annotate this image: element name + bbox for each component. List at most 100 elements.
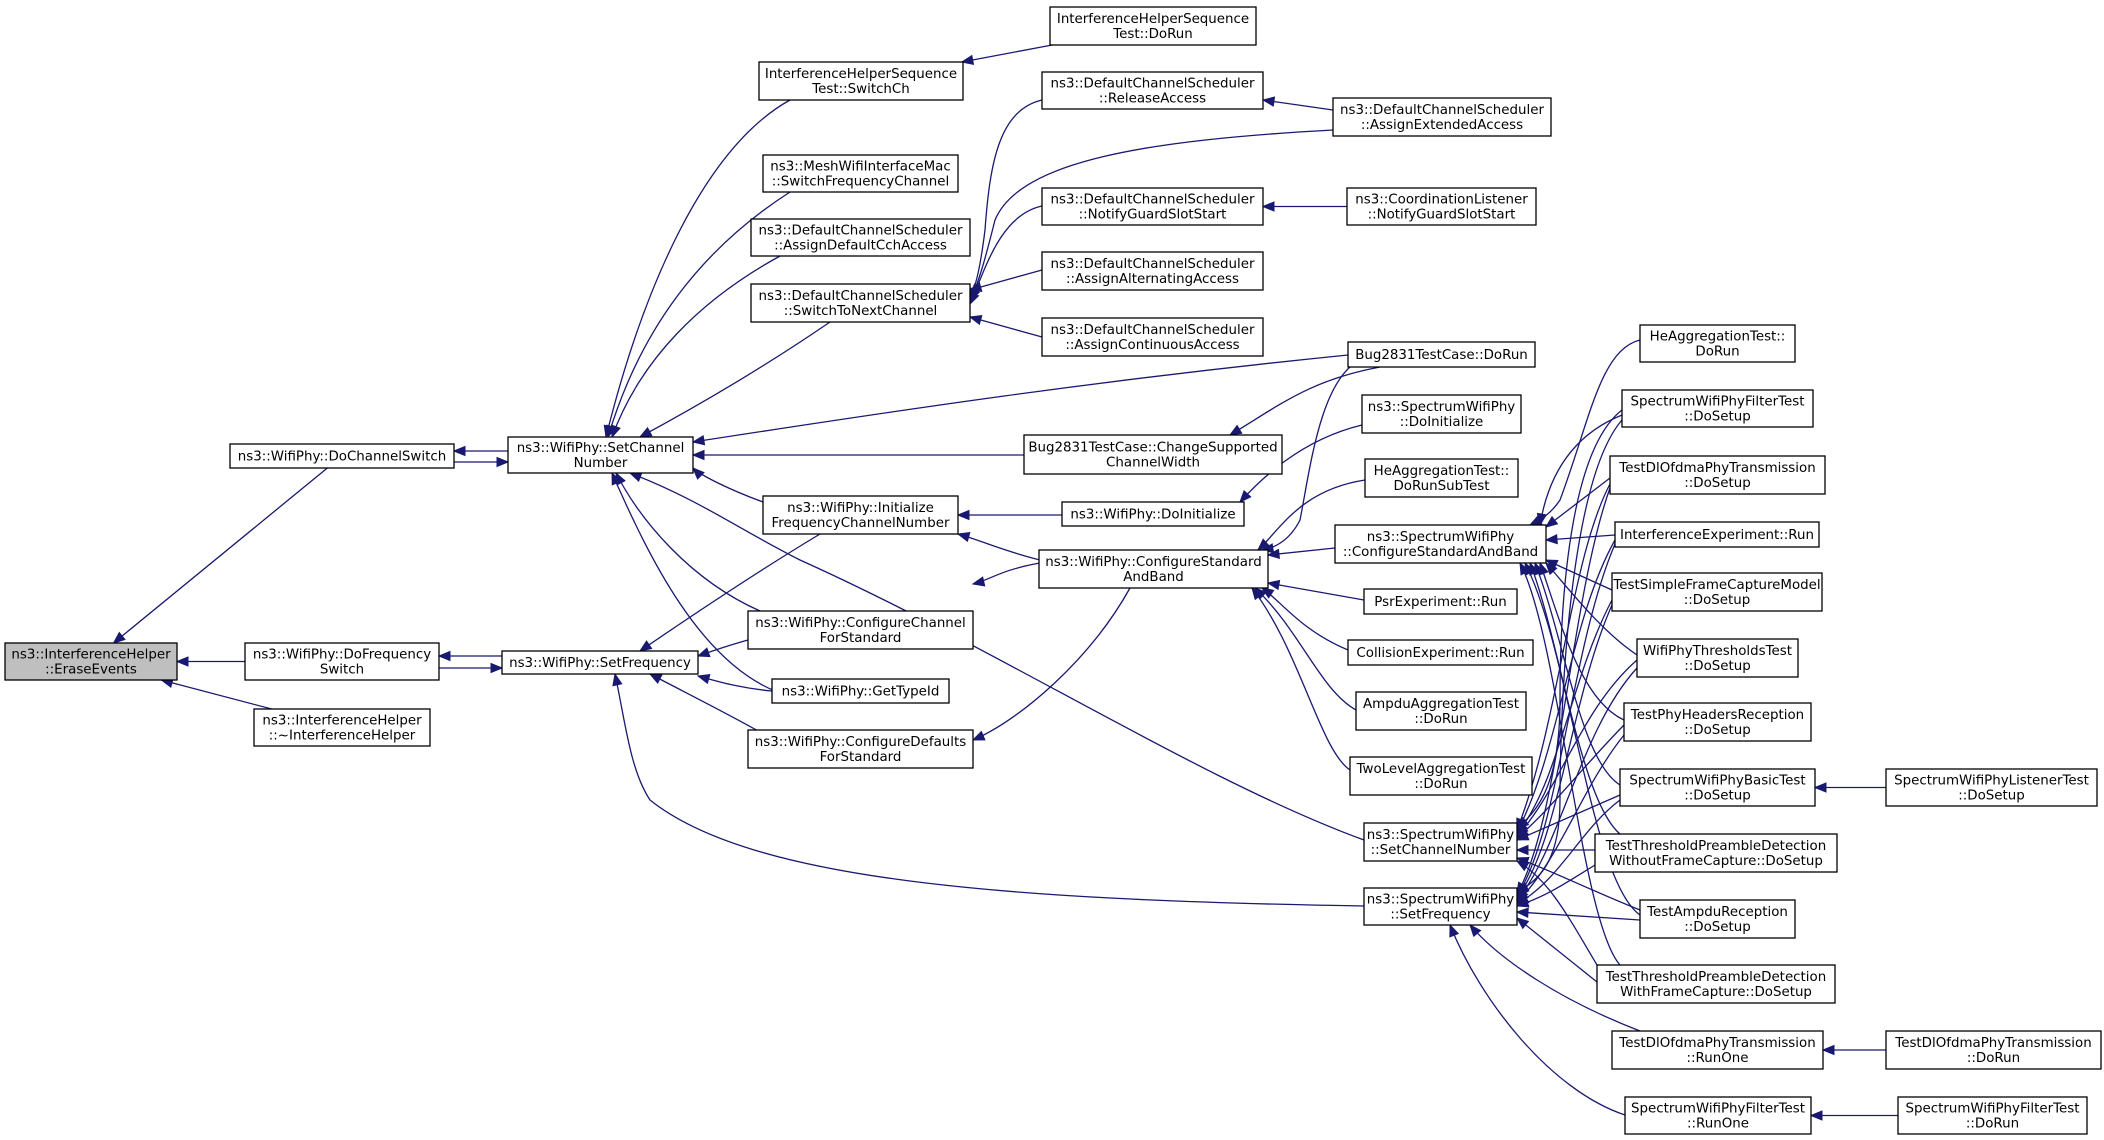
arrowhead — [691, 449, 705, 461]
graph-node-assignCont[interactable]: ns3::DefaultChannelScheduler::AssignCont… — [1041, 317, 1264, 357]
graph-node-specCfgStd[interactable]: ns3::SpectrumWifiPhy::ConfigureStandardA… — [1334, 524, 1547, 564]
arrowhead — [956, 531, 971, 543]
graph-node-bugDoRun[interactable]: Bug2831TestCase::DoRun — [1347, 341, 1536, 368]
graph-node-interfRun[interactable]: InterferenceExperiment::Run — [1614, 521, 1820, 548]
graph-node-threshSetup[interactable]: WifiPhyThresholdsTest::DoSetup — [1636, 638, 1799, 678]
node-label-line: ::ConfigureStandardAndBand — [1343, 545, 1538, 560]
graph-node-getTypeId[interactable]: ns3::WifiPhy::GetTypeId — [771, 678, 950, 704]
node-box — [1611, 572, 1823, 612]
node-label-line: Test::SwitchCh — [811, 82, 910, 97]
graph-node-ampduAggRun[interactable]: AmpduAggregationTest::DoRun — [1355, 691, 1527, 731]
graph-node-releaseAcc[interactable]: ns3::DefaultChannelScheduler::ReleaseAcc… — [1041, 71, 1264, 110]
graph-node-simpleCap[interactable]: TestSimpleFrameCaptureModel::DoSetup — [1611, 572, 1823, 612]
graph-node-headersSetup[interactable]: TestPhyHeadersReception::DoSetup — [1623, 702, 1812, 742]
node-box — [1611, 1030, 1824, 1070]
graph-node-heAggSub[interactable]: HeAggregationTest::DoRunSubTest — [1364, 458, 1519, 498]
graph-node-dlRunOne[interactable]: TestDlOfdmaPhyTransmission::RunOne — [1611, 1030, 1824, 1070]
graph-node-cfgStdBand[interactable]: ns3::WifiPhy::ConfigureStandardAndBand — [1038, 549, 1269, 589]
edge-line — [1229, 366, 1381, 436]
graph-node-dlOfdmaSetup[interactable]: TestDlOfdmaPhyTransmission::DoSetup — [1609, 455, 1826, 495]
graph-node-meshSwitch[interactable]: ns3::MeshWifiInterfaceMac::SwitchFrequen… — [762, 154, 959, 193]
node-label-line: ::DoSetup — [1684, 659, 1751, 674]
call-edge-doFreqSw-to-setFreq — [439, 662, 504, 674]
edge-line — [969, 316, 1043, 338]
arrowhead — [691, 435, 706, 446]
node-label-line: ::DoSetup — [1684, 410, 1751, 425]
graph-node-filterRunOne[interactable]: SpectrumWifiPhyFilterTest::RunOne — [1624, 1096, 1812, 1135]
graph-node-dlDoRun[interactable]: TestDlOfdmaPhyTransmission::DoRun — [1885, 1030, 2102, 1070]
node-box — [1038, 549, 1269, 589]
graph-node-collRun[interactable]: CollisionExperiment::Run — [1347, 639, 1534, 666]
node-label-line: AndBand — [1123, 570, 1184, 585]
node-label-line: SpectrumWifiPhyFilterTest — [1631, 1102, 1805, 1117]
graph-node-doInit[interactable]: ns3::WifiPhy::DoInitialize — [1061, 501, 1245, 527]
node-label-line: ::AssignContinuousAccess — [1065, 338, 1239, 353]
node-label-line: ::DoSetup — [1958, 789, 2025, 804]
graph-node-psrRun[interactable]: PsrExperiment::Run — [1363, 588, 1518, 615]
graph-node-initFreq[interactable]: ns3::WifiPhy::InitializeFrequencyChannel… — [762, 495, 959, 535]
edge-line — [969, 205, 1043, 305]
edge-line — [639, 321, 831, 438]
edge-line — [161, 679, 272, 710]
call-edge-cfgStdBand-to-cfgChStd — [971, 562, 1041, 587]
graph-node-root[interactable]: ns3::InterferenceHelper::EraseEvents — [4, 642, 178, 681]
graph-node-specDoInit[interactable]: ns3::SpectrumWifiPhy::DoInitialize — [1361, 394, 1522, 434]
graph-node-assignExt[interactable]: ns3::DefaultChannelScheduler::AssignExte… — [1332, 97, 1552, 137]
graph-node-doChSw[interactable]: ns3::WifiPhy::DoChannelSwitch — [229, 443, 455, 469]
graph-node-assignAlt[interactable]: ns3::DefaultChannelScheduler::AssignAlte… — [1041, 251, 1264, 291]
node-label-line: ns3::WifiPhy::DoInitialize — [1070, 508, 1235, 523]
graph-node-cfgDefStd[interactable]: ns3::WifiPhy::ConfigureDefaultsForStanda… — [747, 729, 974, 769]
node-label-line: TestThresholdPreambleDetection — [1605, 839, 1826, 854]
call-edge-listenerSetup-to-basicSetup — [1813, 782, 1886, 793]
edge-line — [649, 673, 761, 733]
graph-node-specSetFreq[interactable]: ns3::SpectrumWifiPhy::SetFrequency — [1363, 887, 1518, 926]
graph-node-filterDoRun[interactable]: SpectrumWifiPhyFilterTest::DoRun — [1897, 1096, 2088, 1135]
node-box — [4, 642, 178, 681]
edge-line — [1539, 414, 1623, 526]
graph-node-coordNotify[interactable]: ns3::CoordinationListener::NotifyGuardSl… — [1346, 187, 1537, 226]
call-edge-doInit-to-initFreq — [956, 509, 1062, 521]
graph-node-notifyGuard[interactable]: ns3::DefaultChannelScheduler::NotifyGuar… — [1041, 187, 1264, 226]
graph-node-switchToNext[interactable]: ns3::DefaultChannelScheduler::SwitchToNe… — [750, 283, 971, 323]
graph-node-filterSetup[interactable]: SpectrumWifiPhyFilterTest::DoSetup — [1621, 389, 1814, 428]
edge-line — [1529, 562, 1621, 835]
arrowhead — [1515, 860, 1530, 872]
graph-node-preCap[interactable]: TestThresholdPreambleDetectionWithFrameC… — [1596, 964, 1836, 1004]
arrowhead — [1228, 424, 1243, 436]
node-label-line: WithoutFrameCapture::DoSetup — [1609, 854, 1823, 869]
graph-node-specSetCh[interactable]: ns3::SpectrumWifiPhy::SetChannelNumber — [1363, 822, 1518, 862]
call-edge-assignExt-to-releaseAcc — [1261, 96, 1334, 111]
node-box — [1636, 638, 1799, 678]
graph-node-ihDtor[interactable]: ns3::InterferenceHelper::~InterferenceHe… — [253, 708, 431, 747]
graph-node-setFreq[interactable]: ns3::WifiPhy::SetFrequency — [501, 650, 699, 675]
graph-node-assignDefCch[interactable]: ns3::DefaultChannelScheduler::AssignDefa… — [750, 218, 971, 257]
call-edge-twoLevelRun-to-cfgStdBand — [1251, 586, 1351, 771]
edge-line — [1516, 799, 1621, 905]
node-label-line: TestAmpduReception — [1646, 905, 1788, 920]
node-label-line: ns3::DefaultChannelScheduler — [1051, 193, 1255, 208]
graph-node-preNoCap[interactable]: TestThresholdPreambleDetectionWithoutFra… — [1594, 833, 1838, 873]
graph-node-twoLevelRun[interactable]: TwoLevelAggregationTest::DoRun — [1349, 756, 1533, 796]
arrowhead — [1544, 515, 1559, 528]
graph-node-bugChange[interactable]: Bug2831TestCase::ChangeSupportedChannelW… — [1023, 434, 1283, 475]
graph-node-cfgChStd[interactable]: ns3::WifiPhy::ConfigureChannelForStandar… — [747, 610, 974, 650]
node-label-line: ::DoInitialize — [1400, 415, 1484, 430]
node-label-line: ::SetFrequency — [1390, 908, 1490, 923]
call-edge-psrRun-to-cfgStdBand — [1266, 579, 1365, 601]
arrowhead — [968, 281, 983, 292]
call-edge-specDoInit-to-doInit — [1239, 424, 1363, 503]
node-label-line: ::EraseEvents — [45, 663, 137, 678]
node-label-line: HeAggregationTest:: — [1650, 330, 1786, 345]
graph-node-setCh[interactable]: ns3::WifiPhy::SetChannelNumber — [507, 436, 694, 474]
edge-line — [1267, 582, 1365, 601]
graph-node-heAggDoRun[interactable]: HeAggregationTest::DoRun — [1639, 324, 1796, 363]
graph-node-listenerSetup[interactable]: SpectrumWifiPhyListenerTest::DoSetup — [1885, 768, 2098, 807]
node-label-line: ::AssignAlternatingAccess — [1066, 272, 1239, 287]
graph-node-ampduRecv[interactable]: TestAmpduReception::DoSetup — [1639, 899, 1796, 939]
node-label-line: SpectrumWifiPhyFilterTest — [1630, 395, 1804, 410]
node-label-line: ::DoRun — [1967, 1051, 2020, 1066]
graph-node-basicSetup[interactable]: SpectrumWifiPhyBasicTest::DoSetup — [1619, 768, 1816, 807]
